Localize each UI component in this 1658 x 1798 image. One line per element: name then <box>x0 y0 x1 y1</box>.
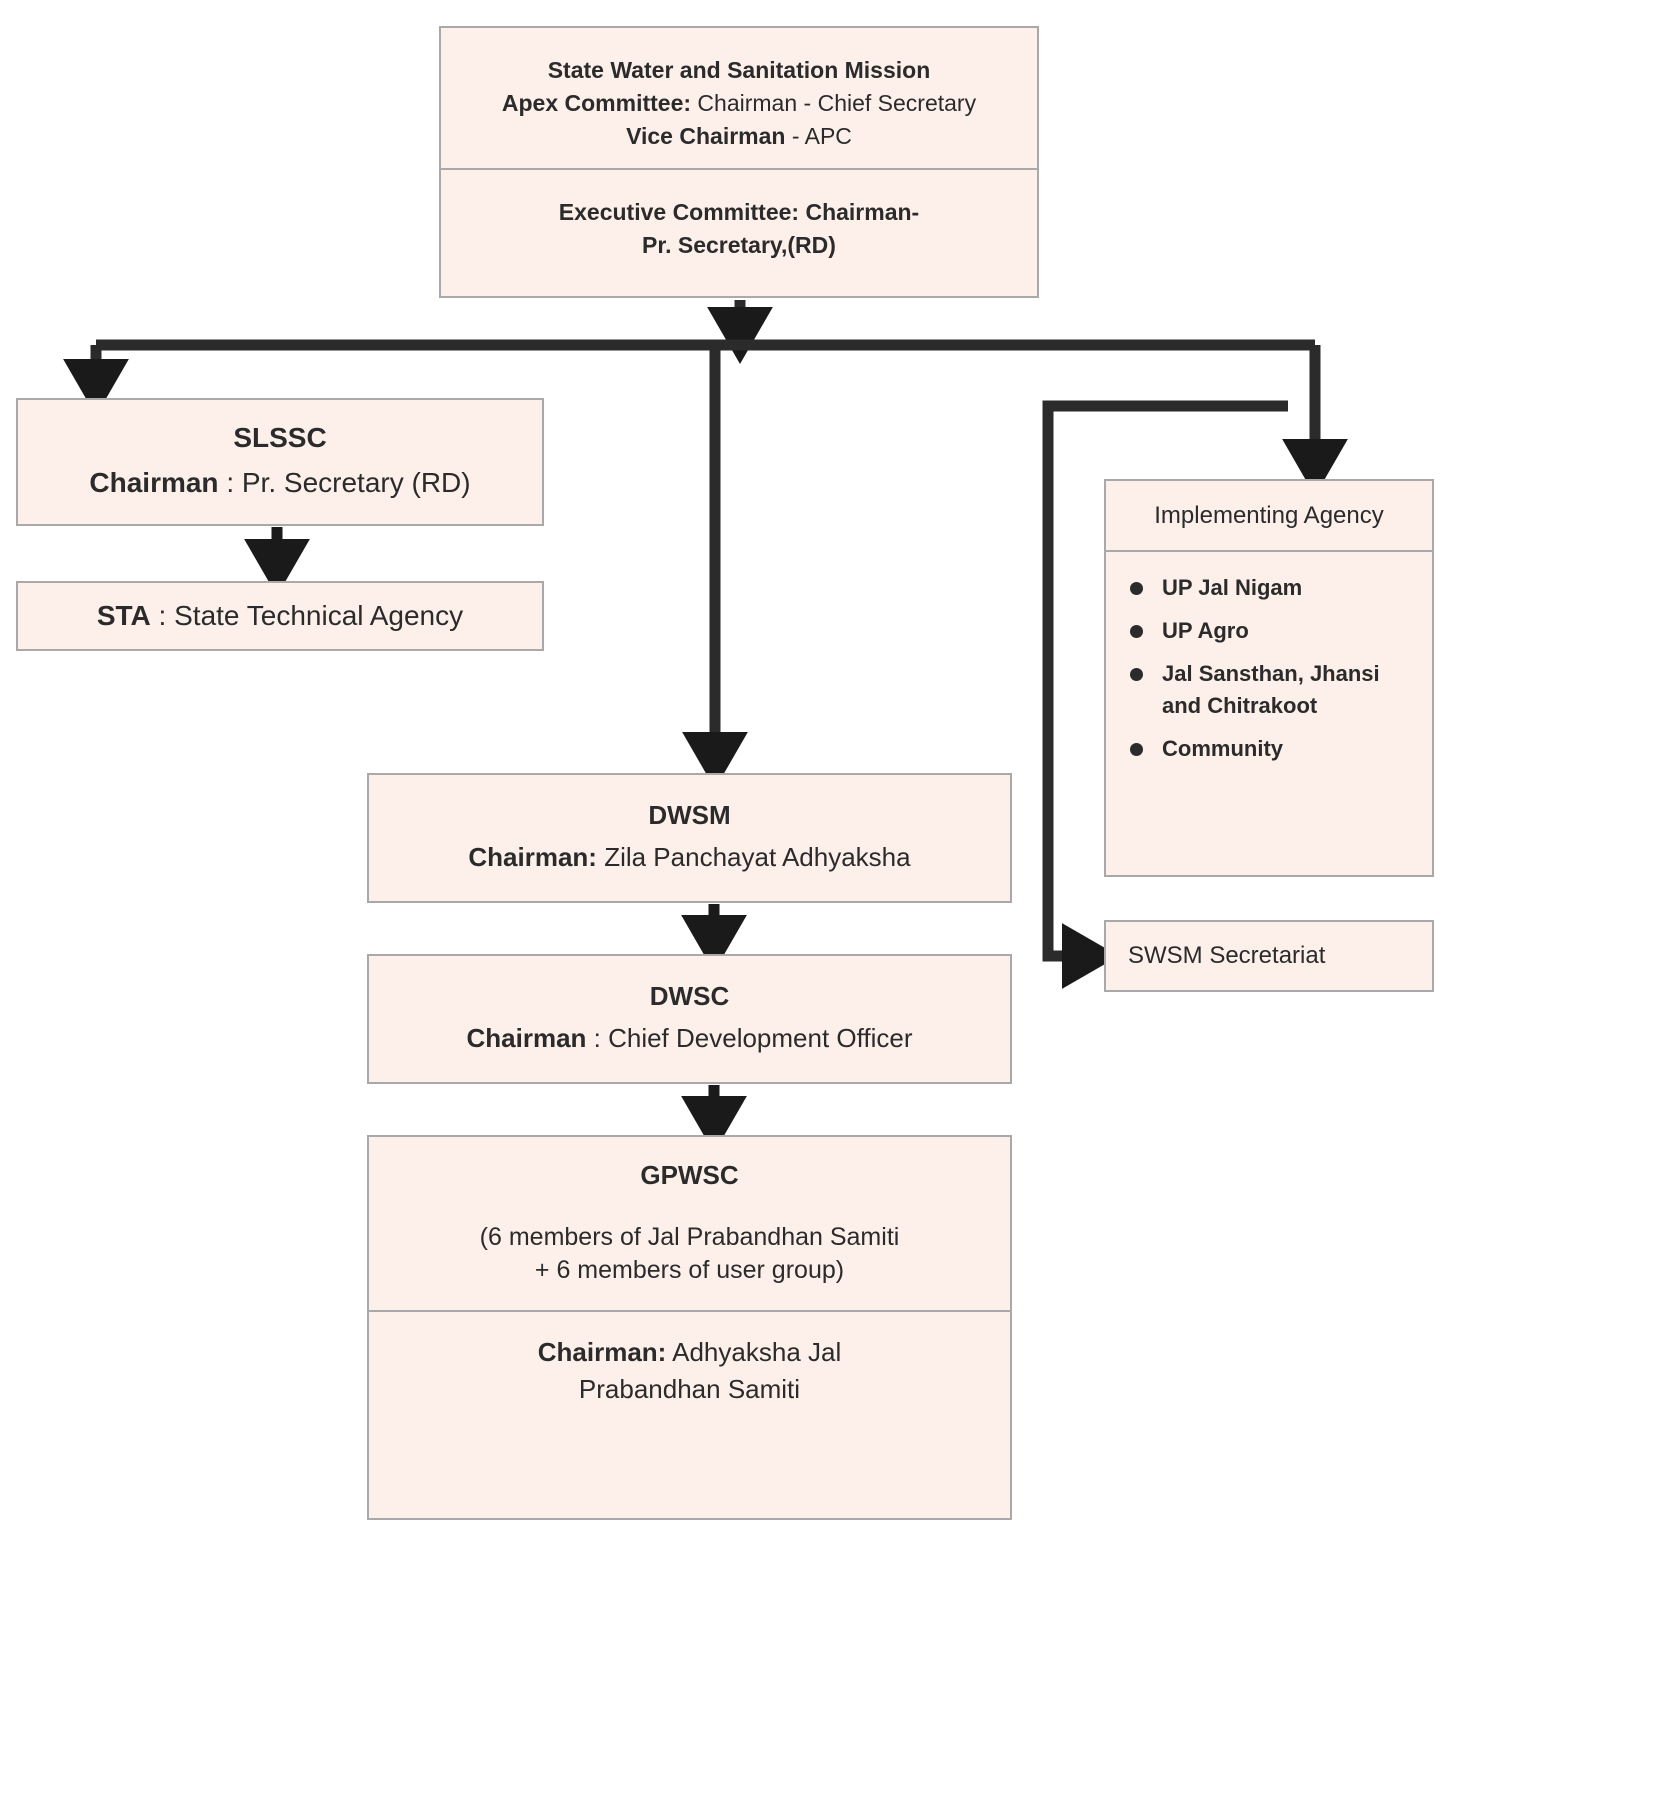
dwsc-chairman-value: : Chief Development Officer <box>586 1023 913 1053</box>
implementing-agency-list-wrap: UP Jal Nigam UP Agro Jal Sansthan, Jhans… <box>1106 549 1432 790</box>
swsm-apex-line: Apex Committee: Chairman - Chief Secreta… <box>455 87 1023 120</box>
swsm-apex-label: Apex Committee: <box>501 89 692 116</box>
sta-value: : State Technical Agency <box>150 599 464 631</box>
dwsm-chairman-label: Chairman: <box>468 842 597 872</box>
dwsm-chairman-line: Chairman: Zila Panchayat Adhyaksha <box>369 835 1010 887</box>
gpwsc-title: GPWSC <box>640 1160 739 1190</box>
implementing-agency-heading: Implementing Agency <box>1154 502 1384 529</box>
bullet-icon <box>1130 625 1143 639</box>
swsm-exec-line1: Executive Committee: Chairman- <box>558 198 920 225</box>
swsm-exec-line2: Pr. Secretary,(RD) <box>642 232 836 259</box>
dwsc-box: DWSC Chairman : Chief Development Office… <box>367 954 1012 1084</box>
dwsc-chairman-label: Chairman <box>466 1023 587 1053</box>
list-item: Community <box>1128 733 1418 764</box>
slssc-chairman-value: : Pr. Secretary (RD) <box>218 467 471 498</box>
dwsc-chairman-line: Chairman : Chief Development Officer <box>369 1016 1010 1068</box>
gpwsc-members-line1: (6 members of Jal Prabandhan Samiti <box>479 1222 900 1251</box>
swsm-apex-value: Chairman - Chief Secretary <box>691 89 977 116</box>
sta-box: STA : State Technical Agency <box>16 581 544 651</box>
bullet-icon <box>1130 668 1143 682</box>
swsm-executive-section: Executive Committee: Chairman- Pr. Secre… <box>441 167 1037 289</box>
swsm-vice-label: Vice Chairman <box>626 123 786 150</box>
dwsm-chairman-value: Zila Panchayat Adhyaksha <box>596 842 911 872</box>
swsm-vice-line: Vice Chairman - APC <box>455 120 1023 153</box>
gpwsc-chairman-value: Adhyaksha Jal <box>666 1337 842 1368</box>
swsm-apex-section: State Water and Sanitation Mission Apex … <box>441 36 1037 168</box>
gpwsc-chairman-section: Chairman: Adhyaksha Jal Prabandhan Samit… <box>369 1310 1010 1429</box>
bullet-icon <box>1130 581 1143 595</box>
dwsm-title: DWSM <box>648 800 731 831</box>
swsm-secretariat-box: SWSM Secretariat <box>1104 920 1434 992</box>
slssc-title: SLSSC <box>233 422 327 454</box>
swsm-heading: State Water and Sanitation Mission <box>455 54 1023 87</box>
gpwsc-chairman-line2: Prabandhan Samiti <box>578 1373 801 1404</box>
slssc-box: SLSSC Chairman : Pr. Secretary (RD) <box>16 398 544 526</box>
swsm-box: State Water and Sanitation Mission Apex … <box>439 26 1039 298</box>
slssc-chairman-line: Chairman : Pr. Secretary (RD) <box>18 459 542 512</box>
implementing-agency-list: UP Jal Nigam UP Agro Jal Sansthan, Jhans… <box>1128 572 1418 764</box>
slssc-chairman-label: Chairman <box>89 467 219 498</box>
swsm-secretariat-label: SWSM Secretariat <box>1128 941 1326 969</box>
list-item-label: Jal Sansthan, Jhansi and Chitrakoot <box>1162 661 1380 718</box>
dwsc-title: DWSC <box>649 981 730 1012</box>
list-item: UP Agro <box>1128 615 1418 646</box>
swsm-vice-value: - APC <box>785 123 852 150</box>
swsm-heading-text: State Water and Sanitation Mission <box>547 56 931 83</box>
sta-abbr: STA <box>96 599 151 631</box>
implementing-agency-box: Implementing Agency UP Jal Nigam UP Agro… <box>1104 479 1434 877</box>
dwsm-box: DWSM Chairman: Zila Panchayat Adhyaksha <box>367 773 1012 903</box>
list-item: UP Jal Nigam <box>1128 572 1418 603</box>
gpwsc-chairman-line1: Chairman: Adhyaksha Jal <box>383 1334 996 1370</box>
list-item-label: Community <box>1162 735 1283 761</box>
bullet-icon <box>1130 742 1143 756</box>
sta-line: STA : State Technical Agency <box>18 586 542 647</box>
gpwsc-members-line2: + 6 members of user group) <box>534 1256 845 1285</box>
list-item-label: UP Agro <box>1162 618 1249 644</box>
list-item: Jal Sansthan, Jhansi and Chitrakoot <box>1128 658 1418 720</box>
gpwsc-top-section: GPWSC (6 members of Jal Prabandhan Samit… <box>369 1137 1010 1310</box>
gpwsc-chairman-label: Chairman: <box>537 1337 667 1368</box>
gpwsc-box: GPWSC (6 members of Jal Prabandhan Samit… <box>367 1135 1012 1520</box>
gpwsc-members: (6 members of Jal Prabandhan Samiti + 6 … <box>383 1221 996 1289</box>
list-item-label: UP Jal Nigam <box>1162 574 1303 600</box>
